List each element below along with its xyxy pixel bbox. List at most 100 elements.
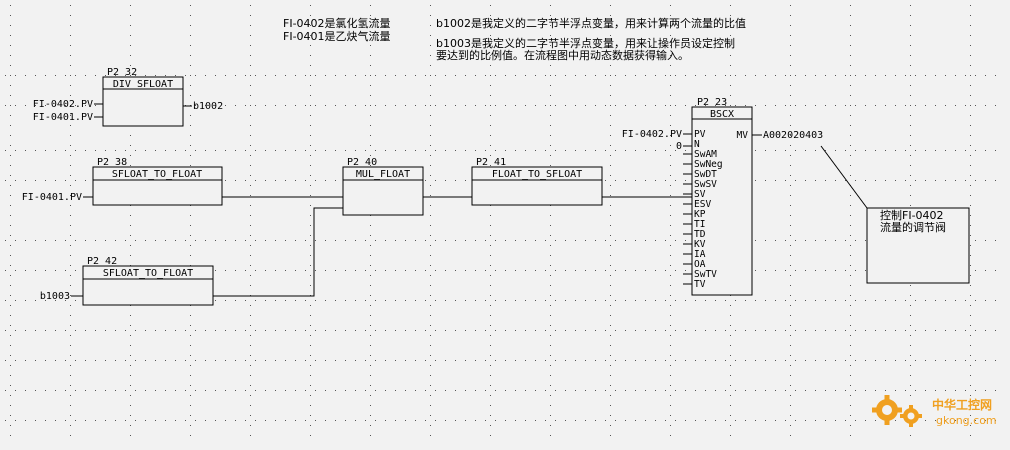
- grid-dot: [375, 270, 376, 271]
- grid-dot: [130, 345, 131, 346]
- grid-dot: [550, 25, 551, 26]
- grid-dot: [250, 15, 251, 16]
- grid-dot: [655, 330, 656, 331]
- grid-dot: [745, 360, 746, 361]
- grid-dot: [70, 255, 71, 256]
- grid-dot: [825, 300, 826, 301]
- grid-dot: [865, 300, 866, 301]
- grid-dot: [365, 300, 366, 301]
- block-box[interactable]: [92, 166, 223, 206]
- grid-dot: [250, 195, 251, 196]
- grid-dot: [430, 255, 431, 256]
- grid-dot: [905, 180, 906, 181]
- block-p2-42[interactable]: P2_42 SFLOAT_TO_FLOAT: [82, 256, 214, 306]
- block-box[interactable]: [82, 265, 214, 306]
- grid-dot: [445, 150, 446, 151]
- grid-dot: [970, 405, 971, 406]
- grid-dot: [615, 420, 616, 421]
- grid-dot: [535, 105, 536, 106]
- grid-dot: [790, 75, 791, 76]
- grid-dot: [790, 375, 791, 376]
- grid-dot: [355, 75, 356, 76]
- block-box[interactable]: [342, 166, 424, 216]
- grid-dot: [645, 300, 646, 301]
- grid-dot: [970, 145, 971, 146]
- grid-dot: [655, 105, 656, 106]
- grid-dot: [415, 270, 416, 271]
- grid-dot: [895, 75, 896, 76]
- grid-dot: [65, 390, 66, 391]
- grid-dot: [430, 65, 431, 66]
- grid-dot: [755, 270, 756, 271]
- grid-dot: [445, 360, 446, 361]
- grid-dot: [505, 330, 506, 331]
- grid-dot: [435, 180, 436, 181]
- grid-dot: [130, 245, 131, 246]
- grid-dot: [445, 420, 446, 421]
- grid-dot: [5, 390, 6, 391]
- grid-dot: [535, 300, 536, 301]
- grid-dot: [835, 300, 836, 301]
- grid-dot: [225, 240, 226, 241]
- grid-dot: [15, 270, 16, 271]
- grid-dot: [395, 360, 396, 361]
- grid-dot: [875, 330, 876, 331]
- block-p2-23[interactable]: P2_23 BSCX MV PVNSwAMSwNegSwDTSwSVSVESVK…: [683, 97, 753, 296]
- grid-dot: [850, 215, 851, 216]
- block-box[interactable]: [102, 76, 184, 127]
- grid-dot: [250, 145, 251, 146]
- grid-dot: [490, 85, 491, 86]
- grid-dot: [970, 355, 971, 356]
- grid-dot: [610, 145, 611, 146]
- block-box[interactable]: [471, 166, 603, 206]
- block-box[interactable]: [691, 106, 753, 296]
- grid-dot: [215, 150, 216, 151]
- grid-dot: [805, 330, 806, 331]
- grid-dot: [910, 5, 911, 6]
- grid-dot: [670, 155, 671, 156]
- grid-dot: [285, 300, 286, 301]
- grid-dot: [310, 15, 311, 16]
- grid-dot: [190, 365, 191, 366]
- grid-dot: [825, 420, 826, 421]
- grid-dot: [550, 375, 551, 376]
- grid-dot: [525, 150, 526, 151]
- grid-dot: [835, 75, 836, 76]
- grid-dot: [905, 105, 906, 106]
- grid-dot: [185, 150, 186, 151]
- grid-dot: [685, 420, 686, 421]
- block-p2-38[interactable]: P2_38 SFLOAT_TO_FLOAT: [92, 157, 223, 206]
- grid-dot: [585, 270, 586, 271]
- grid-dot: [855, 360, 856, 361]
- block-p2-40[interactable]: P2_40 MUL_FLOAT: [342, 157, 424, 216]
- grid-dot: [65, 420, 66, 421]
- grid-dot: [310, 355, 311, 356]
- grid-dot: [375, 420, 376, 421]
- grid-dot: [730, 335, 731, 336]
- grid-dot: [845, 150, 846, 151]
- block-p2-32[interactable]: P2_32 DIV_SFLOAT: [102, 67, 184, 127]
- grid-dot: [235, 420, 236, 421]
- grid-dot: [305, 330, 306, 331]
- grid-dot: [670, 85, 671, 86]
- grid-dot: [295, 360, 296, 361]
- grid-dot: [155, 75, 156, 76]
- grid-dot: [10, 115, 11, 116]
- grid-dot: [130, 385, 131, 386]
- grid-dot: [310, 345, 311, 346]
- grid-dot: [485, 360, 486, 361]
- tag-conv-in: FI-0401.PV: [22, 192, 82, 203]
- grid-dot: [995, 180, 996, 181]
- grid-dot: [565, 360, 566, 361]
- grid-dot: [535, 150, 536, 151]
- grid-dot: [430, 315, 431, 316]
- grid-dot: [645, 150, 646, 151]
- grid-dot: [495, 240, 496, 241]
- grid-dot: [10, 225, 11, 226]
- block-p2-41[interactable]: P2_41 FLOAT_TO_SFLOAT: [471, 157, 603, 206]
- grid-dot: [905, 330, 906, 331]
- grid-dot: [790, 395, 791, 396]
- grid-dot: [615, 75, 616, 76]
- grid-dot: [595, 420, 596, 421]
- grid-dot: [790, 225, 791, 226]
